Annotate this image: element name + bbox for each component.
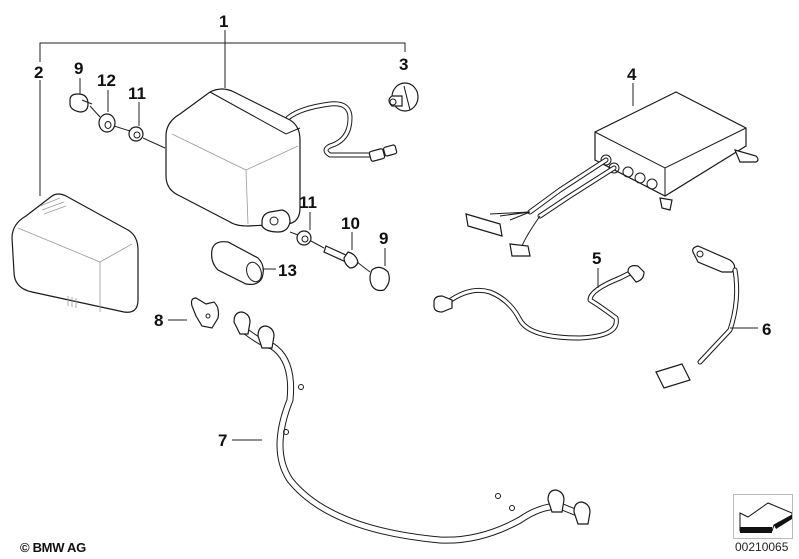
callout-13: 13	[278, 261, 297, 280]
part-cable-harness[interactable]	[433, 265, 645, 341]
diagram-id: 00210065	[735, 540, 789, 554]
part-control-unit[interactable]	[465, 91, 759, 257]
callout-7: 7	[218, 431, 227, 450]
arrow-left-down-icon	[739, 502, 793, 533]
callout-2: 2	[34, 63, 43, 82]
part-bracket[interactable]	[190, 297, 220, 329]
part-sensor-cable[interactable]	[655, 245, 740, 389]
callout-12: 12	[97, 71, 116, 90]
copyright-text: © BMW AG	[20, 540, 86, 555]
part-washer-lower[interactable]	[296, 230, 312, 246]
callout-5: 5	[592, 249, 601, 268]
part-rubber-cap[interactable]	[69, 93, 93, 113]
part-bolt[interactable]	[323, 245, 359, 269]
fastener-axis-upper	[89, 105, 166, 149]
part-lens-cover[interactable]	[11, 193, 139, 313]
fastener-axis-lower	[289, 231, 371, 273]
callout-6: 6	[762, 320, 771, 339]
callout-9-lower: 9	[379, 229, 388, 248]
part-bulb-socket[interactable]	[388, 82, 419, 112]
callout-9-upper: 9	[74, 59, 83, 78]
group-bracket	[39, 30, 406, 196]
callout-leaders	[79, 78, 758, 441]
part-grommet[interactable]	[98, 113, 116, 133]
part-wiring-harness[interactable]	[233, 311, 591, 544]
navigation-button[interactable]	[733, 494, 793, 539]
part-spacer-sleeve[interactable]	[211, 241, 264, 285]
callout-11-lower: 11	[299, 193, 317, 212]
callout-10: 10	[341, 214, 360, 233]
part-cap-nut[interactable]	[369, 266, 390, 292]
callout-3: 3	[399, 55, 408, 74]
part-washer-upper[interactable]	[128, 126, 144, 142]
callout-11-upper: 11	[128, 84, 146, 103]
callout-4: 4	[627, 65, 637, 84]
callout-1: 1	[219, 12, 228, 31]
part-headlight-assembly[interactable]	[165, 88, 398, 233]
callout-8: 8	[154, 311, 163, 330]
